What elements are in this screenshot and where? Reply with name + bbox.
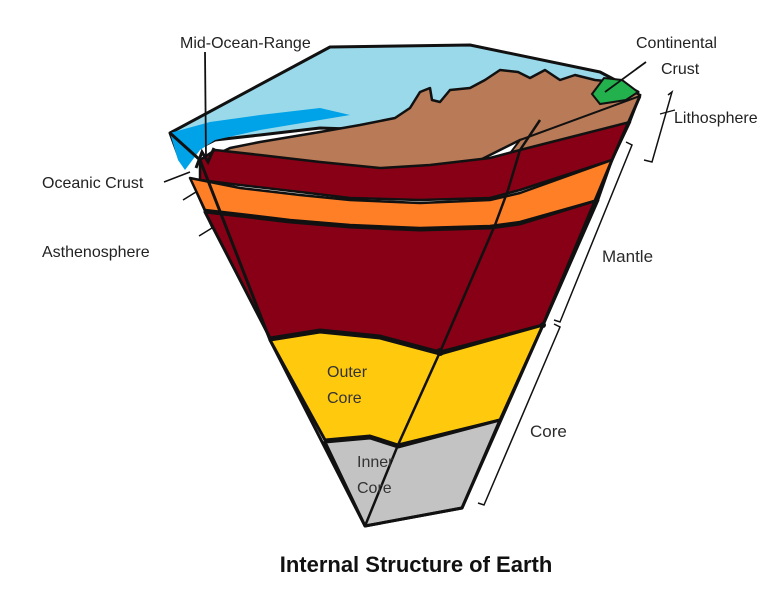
mantle-bracket <box>553 141 633 323</box>
wedge-outline <box>168 95 642 528</box>
continental-crust-green <box>590 76 640 106</box>
lithosphere-label: Lithosphere <box>674 110 758 127</box>
wedge-seam <box>363 119 542 527</box>
core-label: Core <box>530 422 567 441</box>
outer-core-label-line1: Outer <box>327 364 368 381</box>
lithosphere-bracket <box>643 90 674 163</box>
asthenosphere-label: Asthenosphere <box>42 244 150 261</box>
core-bracket <box>477 323 561 506</box>
inner-core-label-line1: Inner <box>357 454 394 471</box>
mantle-label: Mantle <box>602 247 653 266</box>
lithosphere-pointer <box>659 109 676 115</box>
asthenosphere-bracket <box>182 190 213 237</box>
mid-ocean-range-pointer <box>204 51 207 159</box>
continental-crust-label-line1: Continental <box>636 35 717 52</box>
continental-crust-pointer <box>604 61 647 93</box>
oceanic-crust-label: Oceanic Crust <box>42 175 144 192</box>
diagram-title: Internal Structure of Earth <box>279 552 553 577</box>
outer-core-label-line2: Core <box>327 390 362 407</box>
lower-mantle <box>203 198 600 354</box>
mid-ocean-ridge <box>194 147 216 169</box>
continental-crust-label-line2: Crust <box>661 61 700 78</box>
seam-node <box>436 348 444 356</box>
oceanic-crust-pointer <box>163 171 191 183</box>
inner-core-label-line2: Core <box>357 480 392 497</box>
ocean-deep-water <box>170 108 350 170</box>
edge-node <box>540 322 546 328</box>
mid-ocean-range-label: Mid-Ocean-Range <box>180 35 311 52</box>
